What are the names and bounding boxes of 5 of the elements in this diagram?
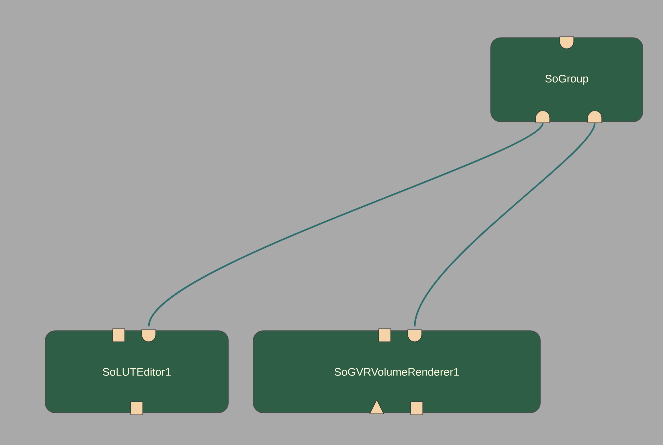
connection-wire [148,122,544,327]
module-box: SoGroup [490,36,644,124]
module-box: SoGVRVolumeRenderer1 [253,328,541,416]
connection-wire [414,123,596,327]
module-box: SoLUTEditor1 [45,328,229,416]
